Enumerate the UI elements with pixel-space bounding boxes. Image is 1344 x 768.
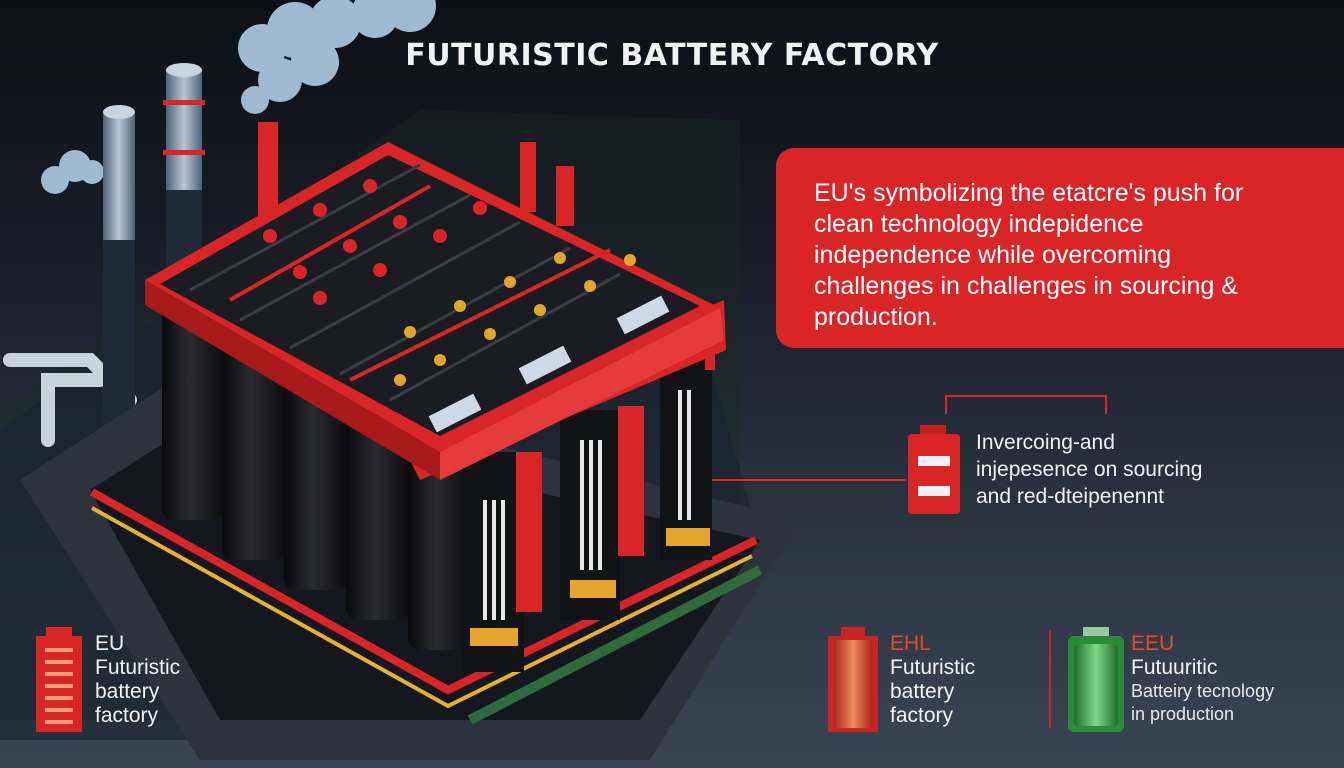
callout-line-4: challenges in challenges in sourcing & [814, 272, 1238, 300]
legend-1-line-4: factory [95, 704, 159, 727]
legend-2-line-4: factory [890, 704, 954, 727]
legend-item-2: EHL Futuristic battery factory [890, 632, 975, 728]
legend-3-line-4: in production [1131, 704, 1235, 724]
legend-divider [1049, 630, 1051, 728]
legend-3-line-2: Futuuritic [1131, 656, 1218, 679]
callout-line-1: EU's symbolizing the etatcre's push for [814, 179, 1244, 207]
legend-2-line-1: EHL [890, 632, 931, 655]
legend-battery-orange-icon [828, 627, 878, 732]
legend-battery-red-icon [36, 627, 82, 732]
battery-pack-top [145, 142, 724, 480]
legend-item-1: EU Futuristic battery factory [95, 632, 180, 728]
callout-line-3: independence while overcoming [814, 241, 1172, 269]
legend-3-line-3: Batteiry tecnology [1131, 681, 1275, 701]
page-title: FUTURISTIC BATTERY FACTORY [405, 38, 939, 73]
battery-cells [162, 300, 712, 672]
legend-1-line-2: Futuristic [95, 656, 181, 679]
legend-battery-green-icon [1068, 627, 1124, 732]
callout-box: EU's symbolizing the etatcre's push for … [776, 148, 1344, 348]
side-note: Invercoing-and injepesence on sourcing a… [976, 429, 1306, 510]
callout-line-5: production. [814, 303, 938, 331]
legend-1-line-1: EU [95, 632, 125, 655]
legend-2-line-3: battery [890, 680, 955, 703]
smoke-cloud-icon [238, 0, 436, 114]
legend-1-line-3: battery [95, 680, 160, 703]
side-note-line-3: and red-dteipenennt [976, 485, 1164, 508]
legend-2-line-2: Futuristic [890, 656, 976, 679]
callout-line [712, 395, 1107, 481]
callout-line-2: clean technology indepidence [814, 210, 1144, 238]
legend-3-line-1: EEU [1131, 632, 1175, 655]
legend-item-3: EEU Futuuritic Batteiry tecnology in pro… [1131, 632, 1274, 726]
side-note-line-2: injepesence on sourcing [976, 458, 1203, 481]
smoke-cloud-small-icon [41, 150, 104, 194]
side-battery-icon [908, 425, 960, 514]
side-note-line-1: Invercoing-and [976, 431, 1115, 454]
chimney-red [258, 122, 574, 232]
